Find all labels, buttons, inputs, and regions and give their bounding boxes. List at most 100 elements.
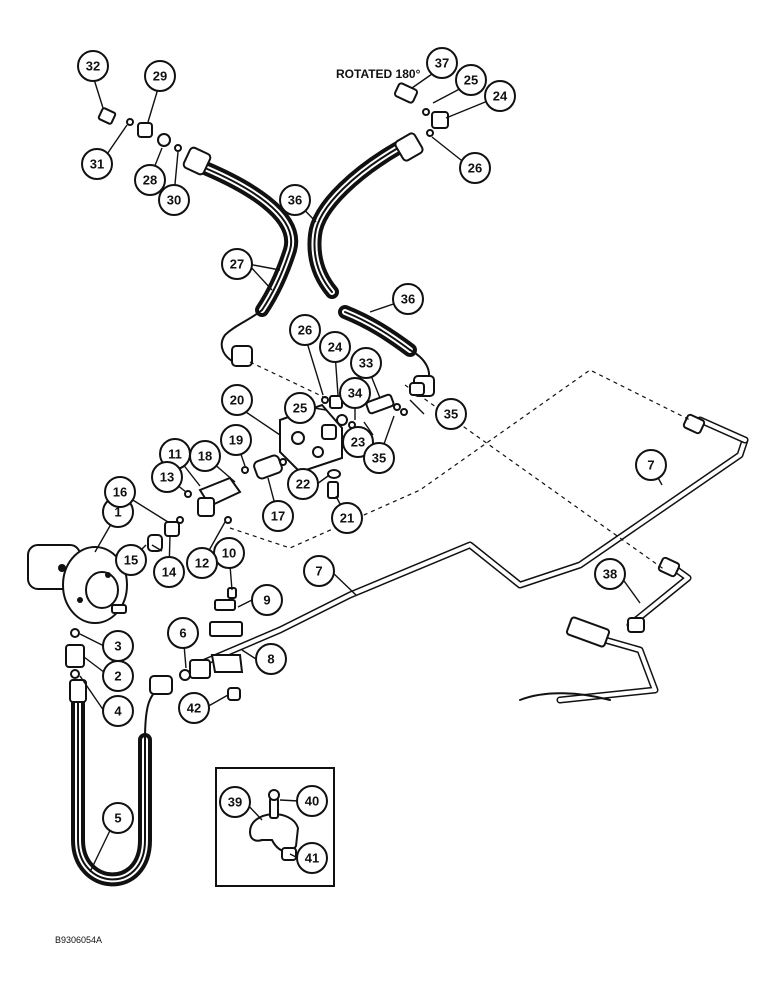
callout-35-a: 35 — [435, 398, 467, 430]
callout-36-top: 36 — [279, 184, 311, 216]
callout-12: 12 — [186, 547, 218, 579]
svg-text:3: 3 — [114, 639, 121, 654]
svg-text:26: 26 — [298, 323, 312, 338]
svg-text:13: 13 — [160, 470, 174, 485]
svg-text:32: 32 — [86, 59, 100, 74]
svg-text:20: 20 — [230, 393, 244, 408]
small-fittings — [65, 82, 449, 701]
callout-17: 17 — [262, 500, 294, 532]
svg-text:11: 11 — [168, 447, 182, 462]
svg-text:31: 31 — [90, 157, 104, 172]
rotated-note: ROTATED 180° — [336, 67, 421, 81]
svg-text:26: 26 — [468, 161, 482, 176]
hose-5 — [71, 693, 152, 887]
callout-7-lower: 7 — [303, 555, 335, 587]
callout-13: 13 — [151, 461, 183, 493]
svg-text:16: 16 — [113, 485, 127, 500]
callout-20: 20 — [221, 384, 253, 416]
callout-26-top: 26 — [459, 152, 491, 184]
svg-text:39: 39 — [228, 795, 242, 810]
svg-text:27: 27 — [230, 257, 244, 272]
callout-21: 21 — [331, 502, 363, 534]
callout-34: 34 — [339, 377, 371, 409]
steel-line-7-upper — [682, 413, 749, 444]
svg-text:36: 36 — [401, 292, 415, 307]
callout-42: 42 — [178, 692, 210, 724]
svg-text:25: 25 — [293, 401, 307, 416]
callout-24-top: 24 — [484, 80, 516, 112]
svg-text:8: 8 — [267, 652, 274, 667]
callout-36-mid: 36 — [392, 283, 424, 315]
svg-text:2: 2 — [114, 669, 121, 684]
callout-10: 10 — [213, 537, 245, 569]
svg-text:1: 1 — [114, 505, 121, 520]
svg-text:42: 42 — [187, 701, 201, 716]
callout-14: 14 — [153, 556, 185, 588]
callout-30: 30 — [158, 184, 190, 216]
svg-text:14: 14 — [162, 565, 177, 580]
svg-text:41: 41 — [305, 851, 319, 866]
svg-text:30: 30 — [167, 193, 181, 208]
svg-text:12: 12 — [195, 556, 209, 571]
callout-25-mid: 25 — [284, 392, 316, 424]
svg-text:24: 24 — [328, 340, 343, 355]
hose-36-lower — [338, 305, 417, 357]
callout-29: 29 — [144, 60, 176, 92]
callout-35-b: 35 — [363, 442, 395, 474]
callout-27: 27 — [221, 248, 253, 280]
callout-18: 18 — [189, 440, 221, 472]
svg-text:25: 25 — [464, 73, 478, 88]
svg-text:23: 23 — [351, 435, 365, 450]
figure-reference-code: B9306054A — [55, 935, 102, 945]
svg-text:36: 36 — [288, 193, 302, 208]
callout-7-upper: 7 — [635, 449, 667, 481]
svg-text:21: 21 — [340, 511, 354, 526]
svg-text:35: 35 — [372, 451, 386, 466]
callout-32: 32 — [77, 50, 109, 82]
callout-22: 22 — [287, 468, 319, 500]
hydraulic-motor — [27, 544, 128, 624]
svg-text:4: 4 — [114, 704, 122, 719]
callout-5: 5 — [102, 802, 134, 834]
svg-text:37: 37 — [435, 56, 449, 71]
callout-3: 3 — [102, 630, 134, 662]
steel-line-7-lower — [201, 436, 749, 666]
svg-text:24: 24 — [493, 89, 508, 104]
callout-38: 38 — [594, 558, 626, 590]
svg-text:6: 6 — [179, 626, 186, 641]
callout-26-mid: 26 — [289, 314, 321, 346]
steel-line-38 — [626, 556, 692, 633]
hose-36-upper — [307, 141, 405, 299]
callout-15: 15 — [115, 544, 147, 576]
callouts: 1 2 3 4 5 6 7 7 8 9 10 11 12 13 14 15 16… — [77, 47, 667, 874]
svg-text:17: 17 — [271, 509, 285, 524]
callout-25-top: 25 — [455, 64, 487, 96]
steel-line-lower-right — [519, 616, 659, 704]
svg-text:7: 7 — [315, 564, 322, 579]
callout-40: 40 — [296, 785, 328, 817]
callout-28: 28 — [134, 164, 166, 196]
svg-text:5: 5 — [114, 811, 121, 826]
hose-27 — [198, 161, 299, 317]
svg-text:15: 15 — [124, 553, 138, 568]
svg-text:33: 33 — [359, 356, 373, 371]
callout-31: 31 — [81, 148, 113, 180]
callout-9: 9 — [251, 584, 283, 616]
callout-6: 6 — [167, 617, 199, 649]
svg-text:7: 7 — [647, 458, 654, 473]
callout-33: 33 — [350, 347, 382, 379]
svg-text:19: 19 — [229, 433, 243, 448]
svg-text:34: 34 — [348, 386, 363, 401]
callout-24-mid: 24 — [319, 331, 351, 363]
svg-text:28: 28 — [143, 173, 157, 188]
svg-text:40: 40 — [305, 794, 319, 809]
svg-text:35: 35 — [444, 407, 458, 422]
svg-text:29: 29 — [153, 69, 167, 84]
callout-2: 2 — [102, 660, 134, 692]
svg-text:38: 38 — [603, 567, 617, 582]
callout-4: 4 — [102, 695, 134, 727]
callout-37: 37 — [426, 47, 458, 79]
callout-41: 41 — [296, 842, 328, 874]
callout-16: 16 — [104, 476, 136, 508]
